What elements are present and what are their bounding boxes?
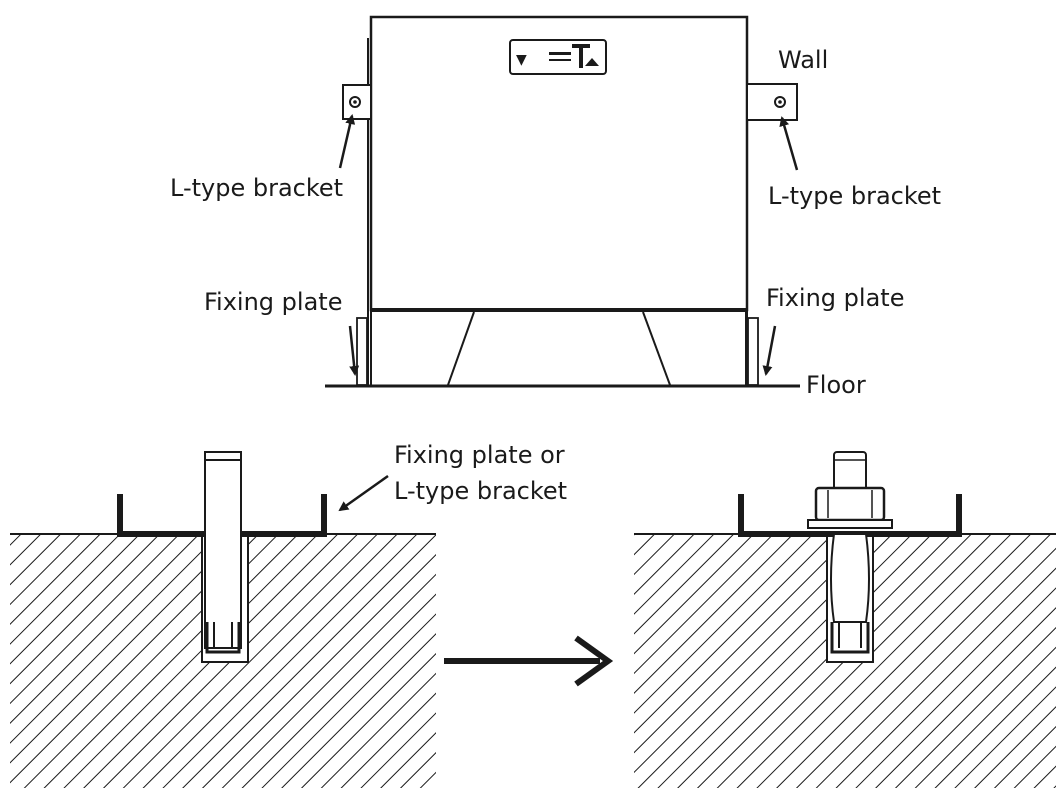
label-l-bracket-right: L-type bracket xyxy=(768,182,941,210)
arrow-fixing-plate-or xyxy=(338,474,389,512)
fixing-plate-right xyxy=(747,317,759,386)
arrow-l-bracket-left xyxy=(338,114,356,169)
cabinet-base xyxy=(370,310,748,386)
label-floor: Floor xyxy=(806,371,866,399)
label-wall: Wall xyxy=(778,46,828,74)
device-label-icon: ▼ xyxy=(509,39,607,75)
label-fixing-plate-or-line1: Fixing plate or xyxy=(394,441,565,469)
l-bracket-right xyxy=(746,83,798,121)
right-arrow-icon xyxy=(444,635,614,687)
anchor-bolt-icon xyxy=(204,451,242,654)
fixing-plate-left xyxy=(356,317,368,386)
arrow-l-bracket-right xyxy=(779,116,799,171)
label-fixing-plate-or-line2: L-type bracket xyxy=(394,477,567,505)
label-l-bracket-left: L-type bracket xyxy=(170,174,343,202)
l-bracket-left xyxy=(342,84,372,120)
cabinet-front-view: ▼ xyxy=(170,15,941,399)
label-fixing-plate-left: Fixing plate xyxy=(204,288,342,316)
anchor-after-view xyxy=(634,451,1056,788)
arrow-fixing-plate-right xyxy=(762,325,777,376)
anchor-before-view: Fixing plate or L-type bracket xyxy=(10,441,567,788)
arrow-fixing-plate-left xyxy=(348,325,360,376)
label-fixing-plate-right: Fixing plate xyxy=(766,284,904,312)
hex-nut-icon xyxy=(807,451,893,529)
svg-text:▼: ▼ xyxy=(516,52,527,68)
expanded-anchor-icon xyxy=(830,533,870,654)
